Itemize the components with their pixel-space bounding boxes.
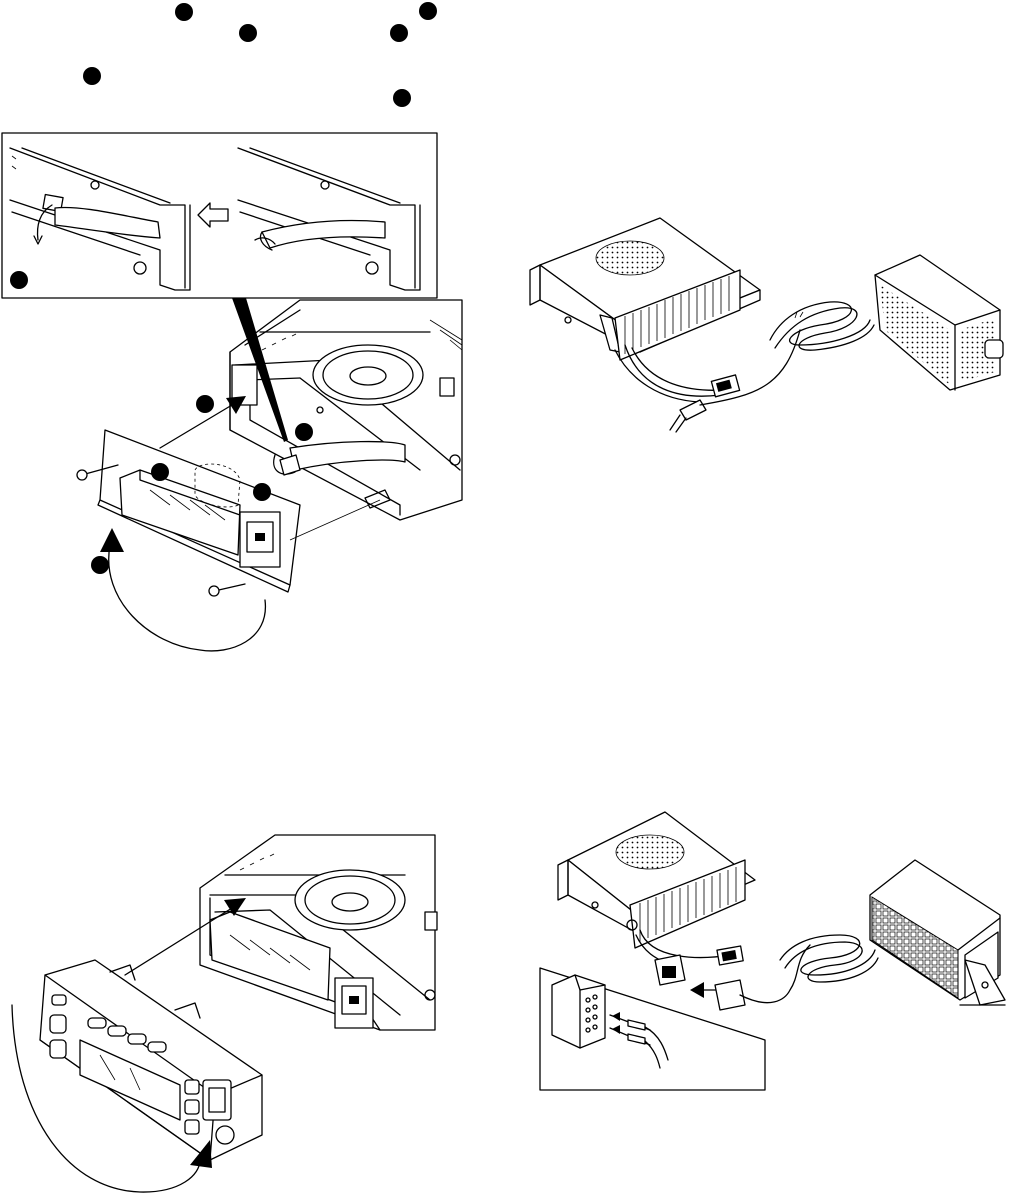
mounting-screw-icon: [209, 584, 245, 596]
step-marker-icon: [253, 483, 271, 501]
step-marker-icon: [419, 2, 437, 20]
step-markers-top: [83, 2, 437, 107]
external-speaker-b: [875, 255, 1003, 390]
speaker-board-a: [98, 430, 405, 592]
step-marker-icon: [83, 67, 101, 85]
radio-chassis-c: [200, 835, 437, 1030]
inset-detail-a: [2, 133, 437, 298]
radio-unit-b: [530, 218, 760, 360]
insert-arrow: [160, 405, 232, 448]
step-marker-icon: [151, 463, 169, 481]
step-marker-icon: [91, 556, 109, 574]
radio-unit-d: [558, 812, 755, 948]
figure-a: [2, 2, 462, 651]
internal-speaker-c: [295, 870, 405, 930]
speaker-grille-icon: [596, 241, 664, 275]
step-marker-icon: [393, 89, 411, 107]
figure-c: [12, 835, 437, 1192]
modular-jack-icon: [240, 512, 280, 567]
step-marker-icon: [239, 24, 257, 42]
step-marker-icon: [295, 423, 313, 441]
internal-speaker-a: [313, 345, 423, 405]
figure-d: [540, 812, 1005, 1090]
speaker-grille-icon: [616, 835, 684, 869]
step-marker-icon: [10, 271, 28, 289]
cables-d: [636, 930, 878, 1010]
modular-jack-icon: [335, 978, 373, 1028]
step-marker-icon: [175, 3, 193, 21]
step-marker-icon: [196, 395, 214, 413]
large-speaker-d: [870, 860, 1005, 1005]
front-panel-c: [40, 960, 262, 1160]
figure-b: [530, 218, 1003, 432]
step-marker-icon: [390, 24, 408, 42]
